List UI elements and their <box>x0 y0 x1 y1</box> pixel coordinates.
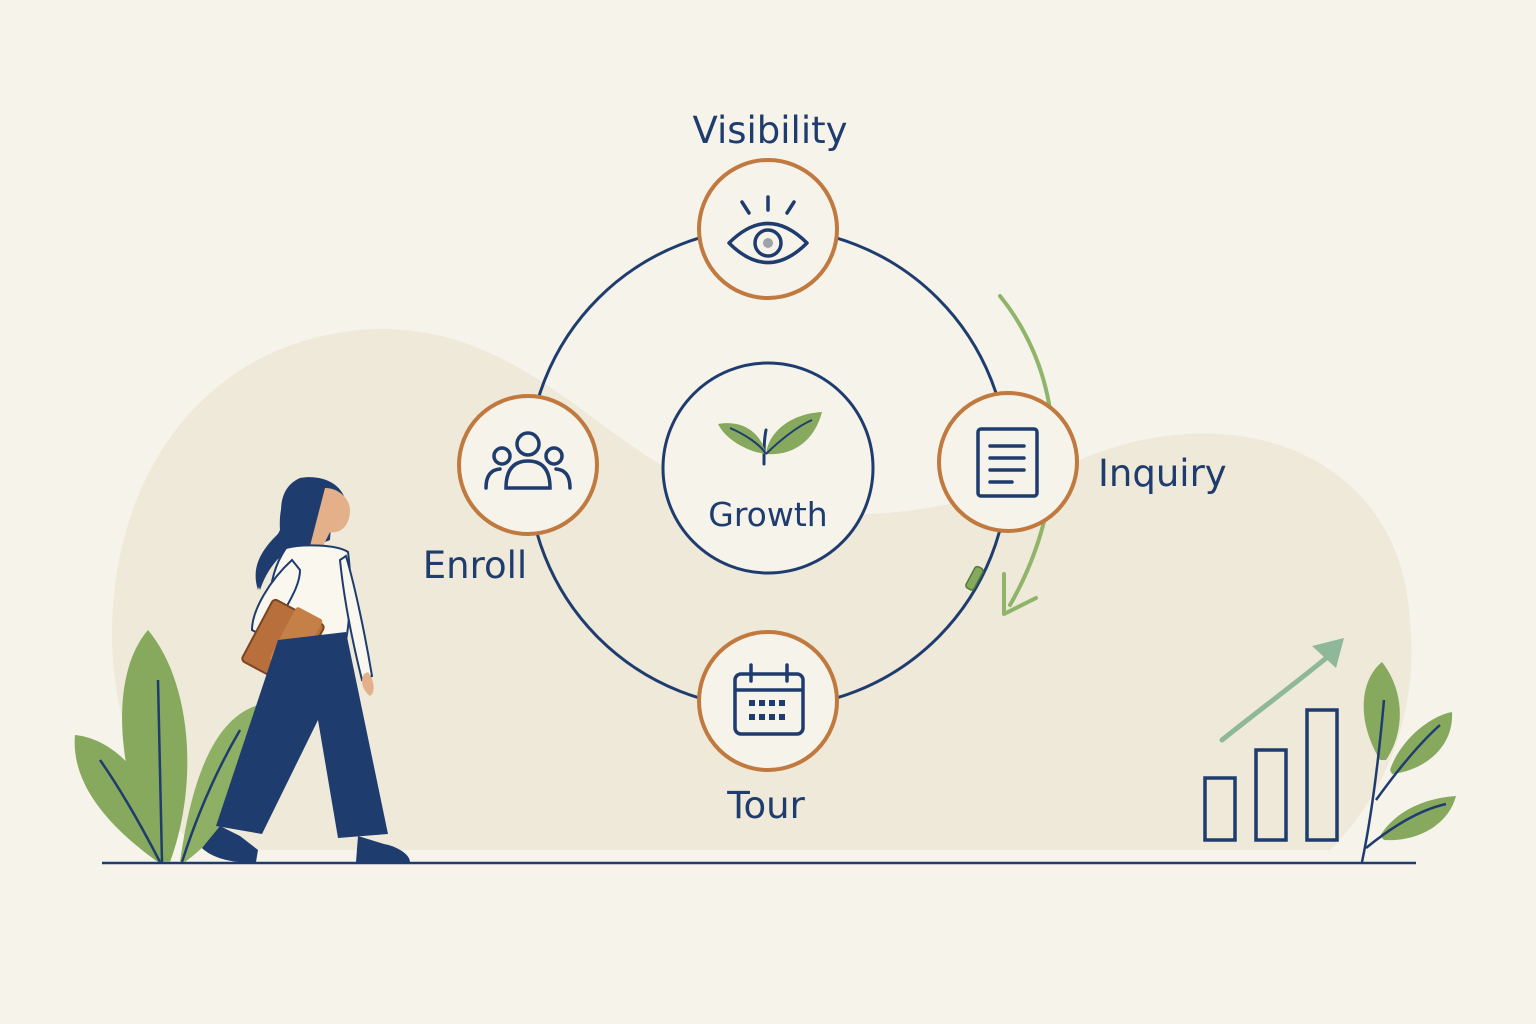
enroll-node: Enroll <box>423 394 599 587</box>
growth-node: Growth <box>661 361 875 575</box>
visibility-node: Visibility <box>692 109 848 300</box>
eye-icon <box>727 195 809 265</box>
sprout-icon <box>718 412 822 466</box>
right-plant-illustration <box>1360 662 1456 863</box>
growth-bars-illustration <box>1203 708 1339 842</box>
people-icon <box>484 431 572 490</box>
growth-label: Growth <box>708 495 827 534</box>
walking-woman-illustration <box>202 477 410 863</box>
calendar-icon <box>733 663 805 736</box>
document-icon <box>976 427 1039 498</box>
background-blob <box>111 329 1412 850</box>
inquiry-node: Inquiry <box>937 391 1227 533</box>
visibility-label: Visibility <box>692 109 847 152</box>
enroll-label: Enroll <box>423 544 527 587</box>
inquiry-label: Inquiry <box>1098 452 1227 495</box>
trend-arrow <box>1219 638 1344 743</box>
left-plant-illustration <box>74 630 260 863</box>
tour-node: Tour <box>697 630 839 827</box>
tour-label: Tour <box>726 784 805 827</box>
